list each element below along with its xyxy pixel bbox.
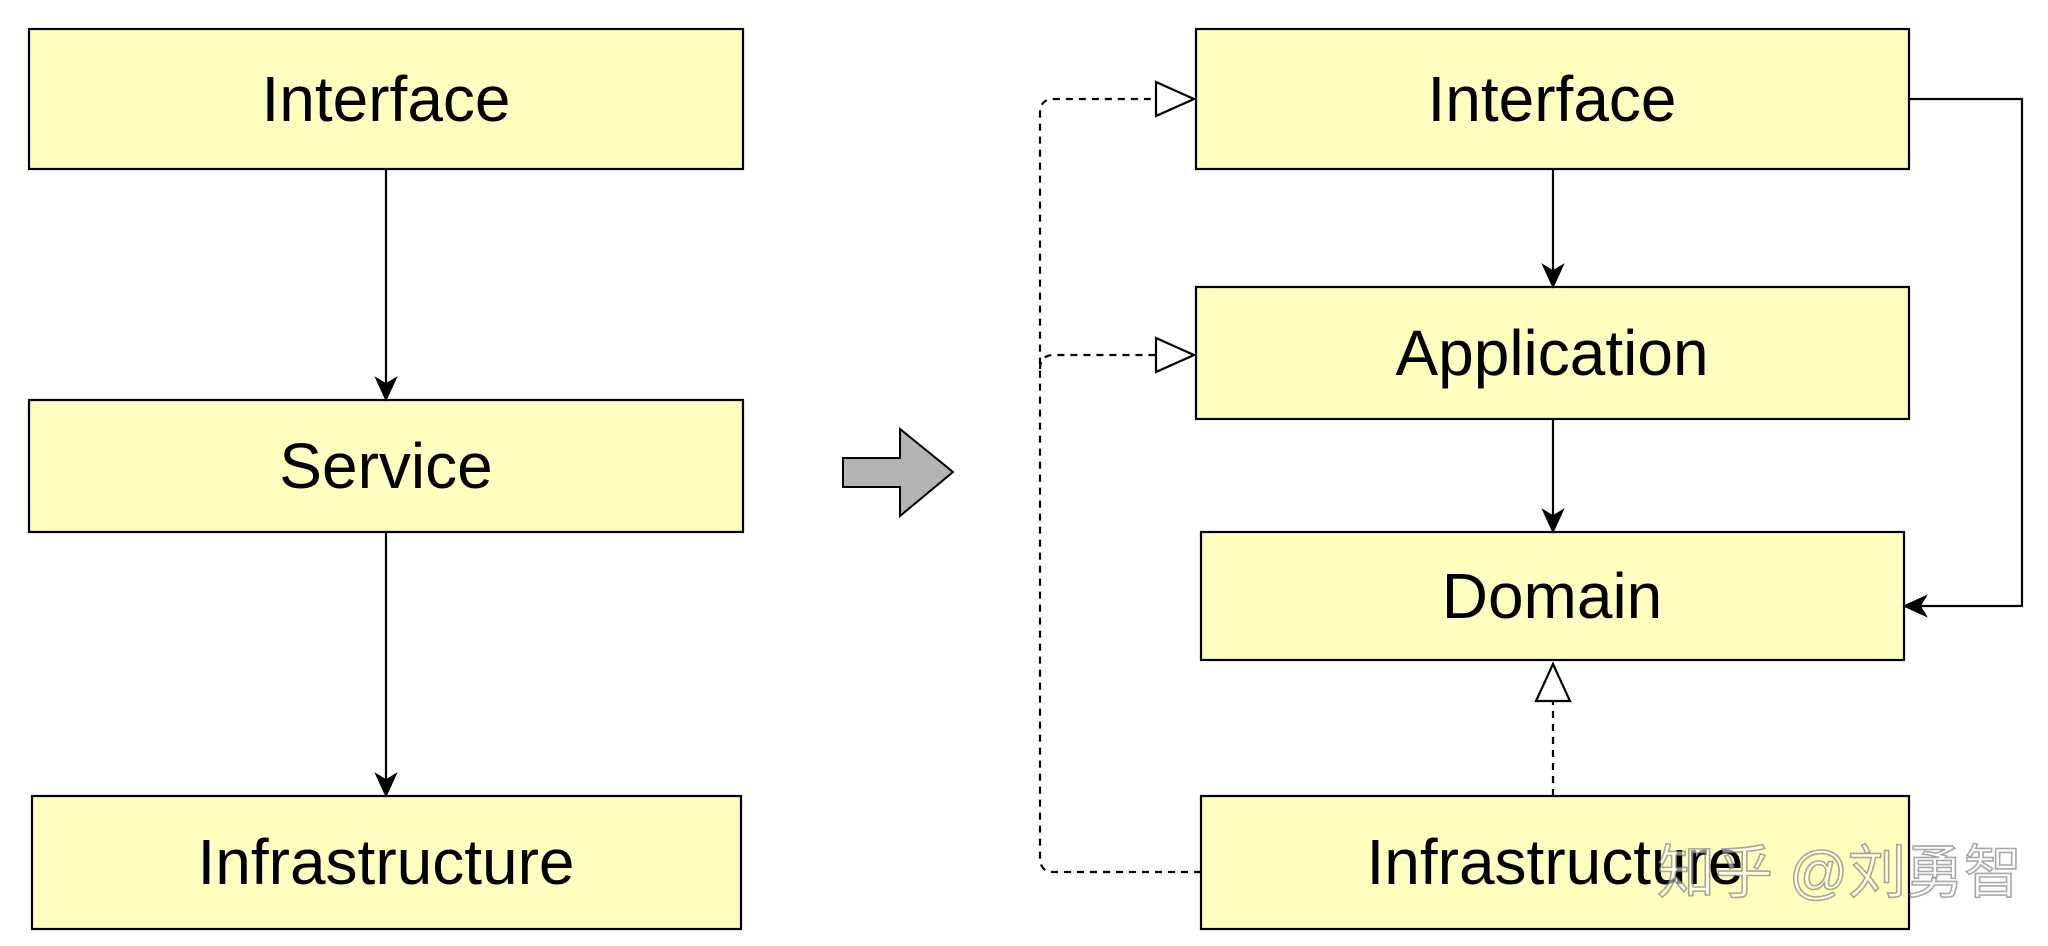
arrow-left-interface-to-service: [374, 169, 398, 402]
realization-infrastructure-to-interface-and-application: [1038, 80, 1201, 874]
right-domain-label: Domain: [1442, 560, 1663, 632]
realization-infrastructure-to-domain: [1534, 661, 1572, 796]
left-interface-box: [27, 27, 745, 171]
dashed-line-to-application: [1038, 353, 1156, 370]
right-infrastructure-label: Infrastructure: [1366, 826, 1743, 898]
left-service-label: Service: [279, 430, 492, 502]
right-interface-label: Interface: [1427, 63, 1676, 135]
left-infrastructure-label: Infrastructure: [197, 826, 574, 898]
left-service-box: [27, 398, 745, 534]
arrowhead: [1541, 263, 1565, 289]
arrowhead: [374, 376, 398, 402]
right-domain-box: [1199, 530, 1906, 662]
left-layered-architecture: Interface Service Infrastructure: [27, 27, 745, 931]
right-interface-box: [1194, 27, 1911, 171]
arrowhead: [374, 772, 398, 798]
left-interface-label: Interface: [261, 63, 510, 135]
right-application-box: [1194, 285, 1911, 421]
right-ddd-architecture: Interface Application Domain Infrastruct…: [1038, 27, 2024, 931]
watermark-text: 知乎 @刘勇智: [1657, 841, 2022, 906]
arrow-right-application-to-domain: [1541, 419, 1565, 534]
arrowhead: [1541, 508, 1565, 534]
right-infrastructure-box: [1199, 794, 1911, 931]
arrow-line: [1909, 97, 2024, 608]
arrowhead: [1902, 594, 1928, 618]
arrow-left-service-to-infrastructure: [374, 532, 398, 798]
right-application-label: Application: [1395, 317, 1708, 389]
hollow-arrowhead-application: [1154, 336, 1197, 374]
arrow-right-interface-to-application: [1541, 169, 1565, 289]
transition-arrow: [842, 426, 955, 519]
hollow-arrowhead: [1534, 661, 1572, 703]
dashed-line-to-interface: [1038, 97, 1201, 874]
arrow-right-interface-to-domain: [1902, 97, 2024, 618]
hollow-arrowhead-interface: [1154, 80, 1197, 118]
